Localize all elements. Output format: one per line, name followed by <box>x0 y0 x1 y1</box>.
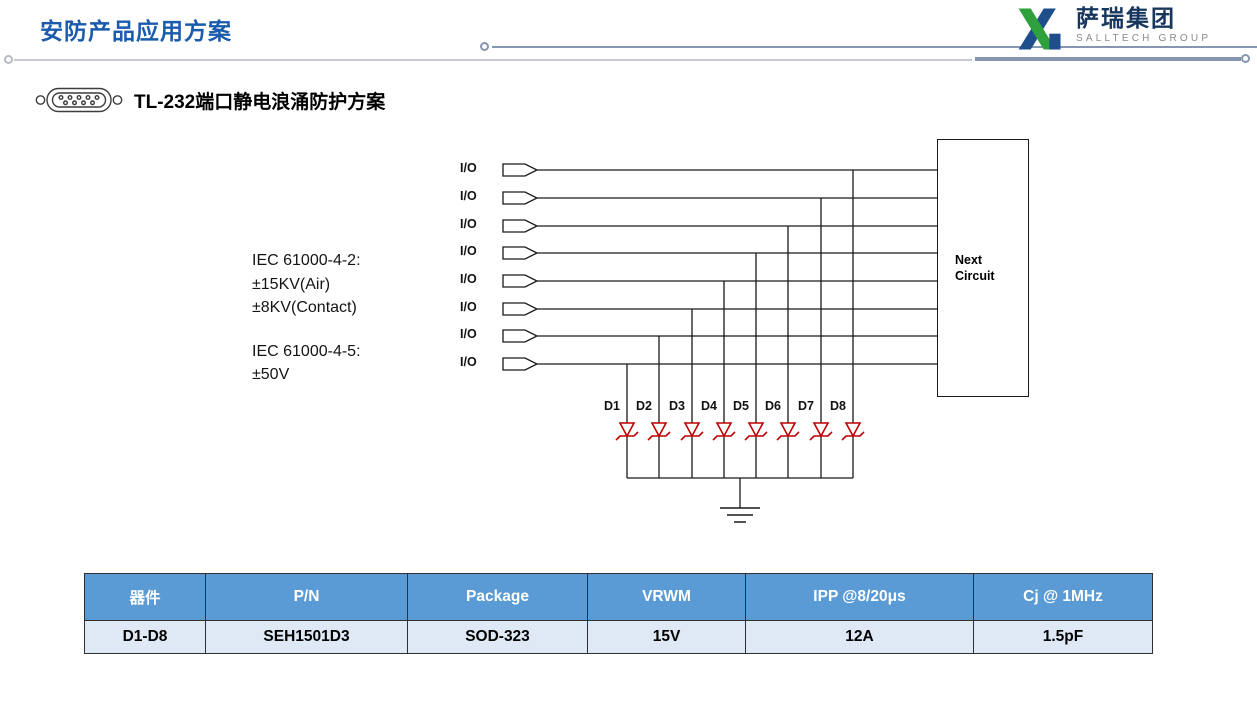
table-header-pn: P/N <box>206 574 408 621</box>
io-line-label: I/O <box>460 161 477 175</box>
iec-standards-text: IEC 61000-4-2: ±15KV(Air) ±8KV(Contact) … <box>252 249 361 387</box>
next-circuit-label-line2: Circuit <box>955 269 995 283</box>
table-cell-cj: 1.5pF <box>974 621 1153 654</box>
next-circuit-box: Next Circuit <box>937 139 1029 397</box>
iec-45-title: IEC 61000-4-5: <box>252 342 361 360</box>
tvs-diodes <box>615 422 865 441</box>
iec-45-voltage: ±50V <box>252 366 290 383</box>
io-wires <box>537 169 937 508</box>
company-logo-icon <box>1018 8 1061 50</box>
next-circuit-label-line1: Next <box>955 253 983 267</box>
io-line-label: I/O <box>460 355 477 369</box>
io-line-label: I/O <box>460 327 477 341</box>
iec-42-title: IEC 61000-4-2: <box>252 252 361 269</box>
diode-label: D4 <box>701 399 717 413</box>
table-header-package: Package <box>408 574 588 621</box>
section-title: TL-232端口静电浪涌防护方案 <box>134 92 386 113</box>
iec-42-contact: ±8KV(Contact) <box>252 299 357 316</box>
divider-endpoint-circle-left <box>4 55 13 64</box>
company-logo: 萨瑞集团 SALLTECH GROUP <box>1012 5 1211 53</box>
circuit-schematic <box>502 163 937 523</box>
diode-label: D8 <box>830 399 846 413</box>
divider-line-gray <box>14 59 972 61</box>
diode-label: D7 <box>798 399 814 413</box>
table-header-device: 器件 <box>85 574 206 621</box>
table-cell-vrwm: 15V <box>588 621 746 654</box>
company-name: 萨瑞集团 <box>1076 5 1176 31</box>
diode-label: D6 <box>765 399 781 413</box>
diode-label: D5 <box>733 399 749 413</box>
table-cell-package: SOD-323 <box>408 621 588 654</box>
table-cell-ipp: 12A <box>746 621 974 654</box>
diode-label: D3 <box>669 399 685 413</box>
io-line-label: I/O <box>460 189 477 203</box>
io-connector-pins <box>502 163 539 371</box>
io-line-label: I/O <box>460 300 477 314</box>
table-header-cj: Cj @ 1MHz <box>974 574 1153 621</box>
diode-label: D2 <box>636 399 652 413</box>
company-logo-text: 萨瑞集团 SALLTECH GROUP <box>1076 5 1211 44</box>
company-subtitle: SALLTECH GROUP <box>1076 33 1212 44</box>
component-spec-table: 器件 P/N Package VRWM IPP @8/20μs Cj @ 1MH… <box>84 573 1153 654</box>
table-cell-pn: SEH1501D3 <box>206 621 408 654</box>
table-header-ipp: IPP @8/20μs <box>746 574 974 621</box>
divider-endpoint-circle-mid <box>480 42 489 51</box>
db9-connector-icon <box>35 87 123 113</box>
io-line-label: I/O <box>460 244 477 258</box>
divider-line-slate-thick <box>975 57 1241 61</box>
iec-42-air: ±15KV(Air) <box>252 275 331 293</box>
divider-endpoint-circle-right <box>1241 54 1250 63</box>
diode-label: D1 <box>604 399 620 413</box>
table-header-vrwm: VRWM <box>588 574 746 621</box>
page-title: 安防产品应用方案 <box>40 18 232 44</box>
table-cell-device: D1-D8 <box>85 621 206 654</box>
ground-symbol <box>720 507 760 523</box>
io-line-label: I/O <box>460 272 477 286</box>
divider-line-slate-thin <box>492 46 1257 48</box>
io-line-label: I/O <box>460 217 477 231</box>
